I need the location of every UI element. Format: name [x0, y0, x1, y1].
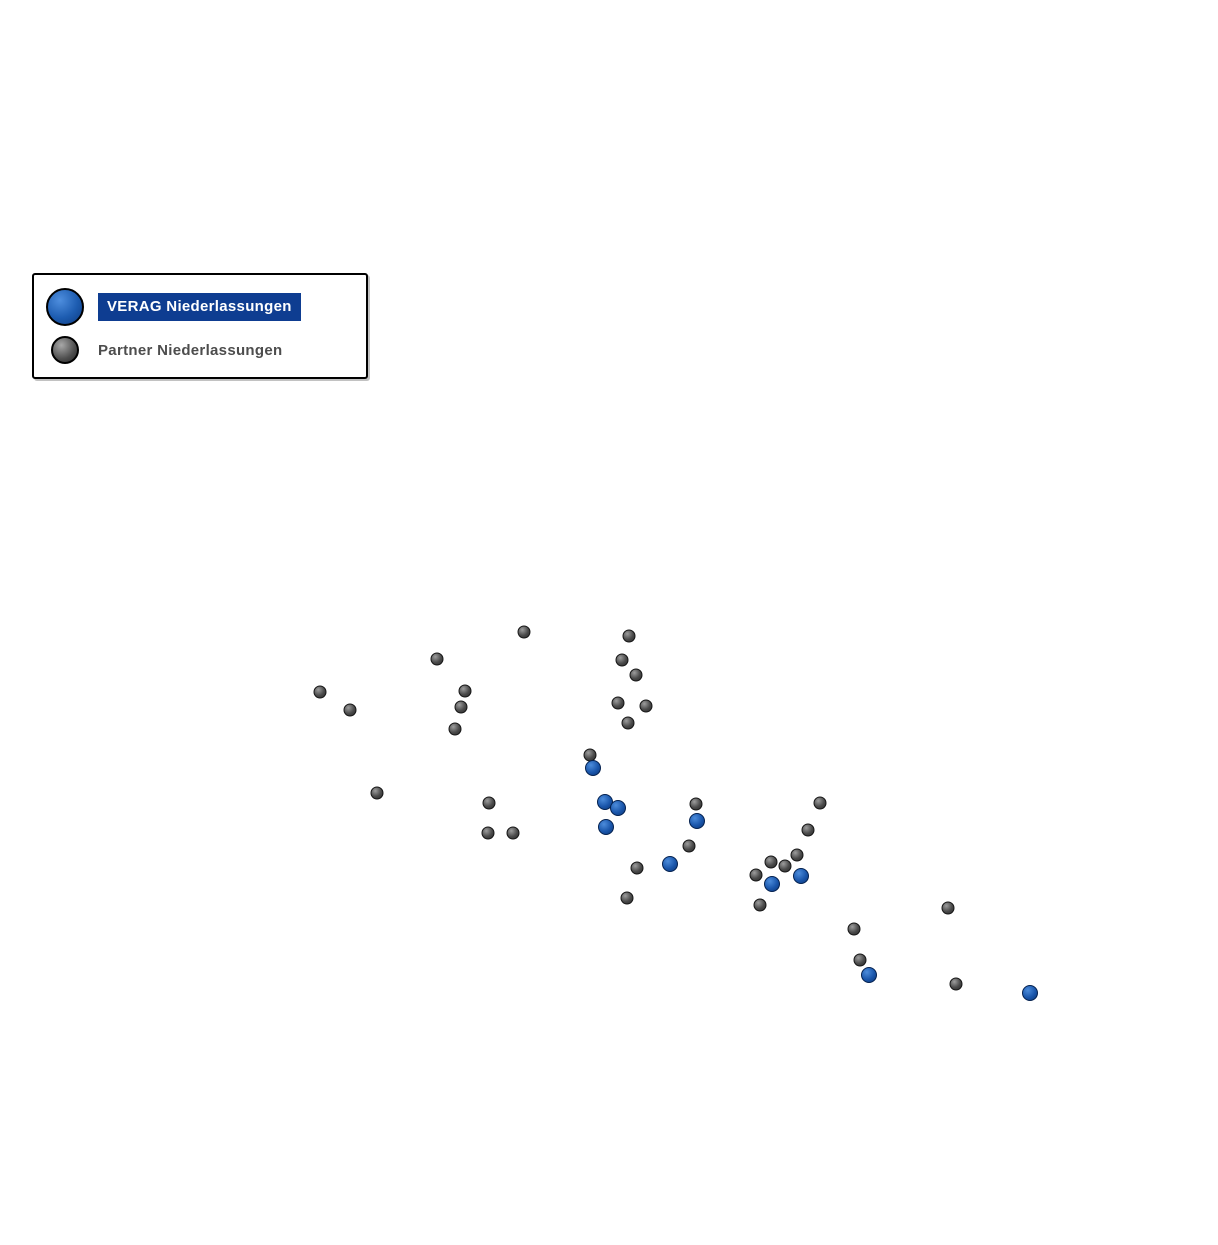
partner-location-marker[interactable]	[620, 891, 634, 905]
partner-location-marker[interactable]	[949, 977, 963, 991]
verag-location-marker[interactable]	[764, 876, 780, 892]
verag-location-marker[interactable]	[662, 856, 678, 872]
partner-location-marker[interactable]	[615, 653, 629, 667]
partner-location-marker[interactable]	[622, 629, 636, 643]
partner-location-marker[interactable]	[790, 848, 804, 862]
partner-location-marker[interactable]	[454, 700, 468, 714]
partner-location-marker[interactable]	[689, 797, 703, 811]
partner-location-marker[interactable]	[941, 901, 955, 915]
verag-location-marker[interactable]	[861, 967, 877, 983]
legend-row-verag: VERAG Niederlassungen	[34, 288, 301, 326]
partner-location-marker[interactable]	[343, 703, 357, 717]
partner-location-marker[interactable]	[629, 668, 643, 682]
partner-location-marker[interactable]	[847, 922, 861, 936]
partner-location-marker[interactable]	[458, 684, 472, 698]
partner-location-marker[interactable]	[749, 868, 763, 882]
partner-location-marker[interactable]	[801, 823, 815, 837]
partner-location-marker[interactable]	[482, 796, 496, 810]
partner-location-marker[interactable]	[517, 625, 531, 639]
verag-location-marker[interactable]	[1022, 985, 1038, 1001]
verag-location-marker[interactable]	[793, 868, 809, 884]
verag-location-marker[interactable]	[610, 800, 626, 816]
verag-legend-label: VERAG Niederlassungen	[98, 293, 301, 321]
partner-location-marker[interactable]	[506, 826, 520, 840]
verag-legend-dot-icon	[46, 288, 84, 326]
partner-legend-dot-icon	[51, 336, 79, 364]
verag-location-marker[interactable]	[689, 813, 705, 829]
legend-row-partner: Partner Niederlassungen	[34, 336, 282, 364]
partner-location-marker[interactable]	[481, 826, 495, 840]
partner-location-marker[interactable]	[853, 953, 867, 967]
partner-location-marker[interactable]	[639, 699, 653, 713]
verag-location-marker[interactable]	[598, 819, 614, 835]
partner-location-marker[interactable]	[753, 898, 767, 912]
partner-location-marker[interactable]	[778, 859, 792, 873]
partner-location-marker[interactable]	[621, 716, 635, 730]
partner-location-marker[interactable]	[630, 861, 644, 875]
partner-location-marker[interactable]	[764, 855, 778, 869]
partner-location-marker[interactable]	[813, 796, 827, 810]
partner-location-marker[interactable]	[611, 696, 625, 710]
partner-legend-label: Partner Niederlassungen	[98, 341, 283, 359]
partner-location-marker[interactable]	[682, 839, 696, 853]
verag-location-marker[interactable]	[585, 760, 601, 776]
partner-location-marker[interactable]	[313, 685, 327, 699]
partner-location-marker[interactable]	[370, 786, 384, 800]
partner-location-marker[interactable]	[448, 722, 462, 736]
legend-box: VERAG Niederlassungen Partner Niederlass…	[32, 273, 368, 379]
partner-location-marker[interactable]	[430, 652, 444, 666]
